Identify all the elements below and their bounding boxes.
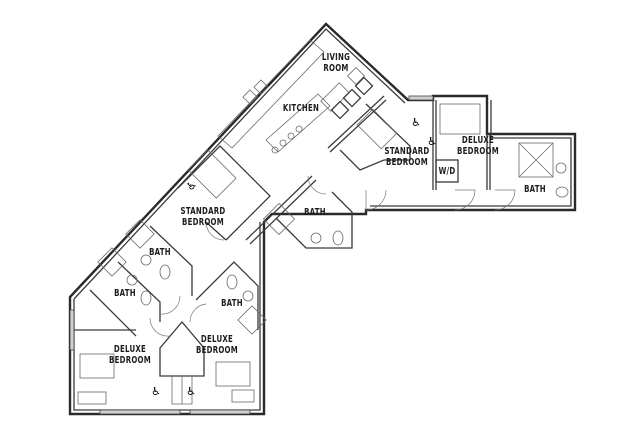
label-line: DELUXE bbox=[200, 334, 234, 345]
label-bath-center-lower: BATH bbox=[220, 298, 245, 309]
label-line: BEDROOM bbox=[457, 146, 499, 157]
label-line: BATH bbox=[221, 298, 243, 309]
label-line: BATH bbox=[114, 288, 136, 299]
label-bath-left-lower: BATH bbox=[113, 288, 138, 299]
label-bath-far-right: BATH bbox=[523, 184, 548, 195]
label-standard-bedroom-left: STANDARD BEDROOM bbox=[178, 206, 229, 228]
label-line: ROOM bbox=[323, 63, 349, 74]
label-line: BATH bbox=[524, 184, 546, 195]
label-line: STANDARD bbox=[384, 146, 430, 157]
label-line: BATH bbox=[304, 207, 326, 218]
windows bbox=[69, 95, 434, 415]
label-line: LIVING bbox=[321, 52, 351, 63]
label-line: BEDROOM bbox=[386, 157, 428, 168]
label-line: BEDROOM bbox=[109, 355, 151, 366]
label-bath-left-upper: BATH bbox=[148, 247, 173, 258]
label-line: KITCHEN bbox=[282, 103, 320, 114]
accessibility-icon: ♿ bbox=[186, 385, 196, 398]
label-line: STANDARD bbox=[180, 206, 226, 217]
label-line: BEDROOM bbox=[182, 217, 224, 228]
label-living-room: LIVING ROOM bbox=[318, 52, 354, 74]
label-line: BATH bbox=[149, 247, 171, 258]
doors bbox=[149, 175, 516, 337]
label-line: DELUXE bbox=[461, 135, 495, 146]
label-deluxe-bedroom-right: DELUXE BEDROOM bbox=[455, 135, 501, 157]
living-furniture bbox=[320, 66, 374, 120]
label-deluxe-bedroom-bottom-center: DELUXE BEDROOM bbox=[194, 334, 240, 356]
label-deluxe-bedroom-bottom-left: DELUXE BEDROOM bbox=[107, 344, 153, 366]
label-line: DELUXE bbox=[113, 344, 147, 355]
kitchen-counters bbox=[217, 39, 331, 154]
bath-fixtures bbox=[97, 162, 569, 335]
label-bath-center: BATH bbox=[303, 207, 328, 218]
label-kitchen: KITCHEN bbox=[281, 103, 322, 114]
label-wd: W/D bbox=[438, 166, 456, 177]
bedroom-furniture bbox=[77, 103, 481, 405]
accessibility-icon: ♿ bbox=[151, 385, 161, 398]
interior-walls bbox=[74, 95, 554, 405]
accessibility-icon: ♿ bbox=[411, 116, 421, 129]
label-line: W/D bbox=[438, 166, 456, 177]
label-line: BEDROOM bbox=[196, 345, 238, 356]
label-standard-bedroom-right: STANDARD BEDROOM bbox=[382, 146, 433, 168]
accessibility-icon: ♿ bbox=[427, 135, 437, 148]
